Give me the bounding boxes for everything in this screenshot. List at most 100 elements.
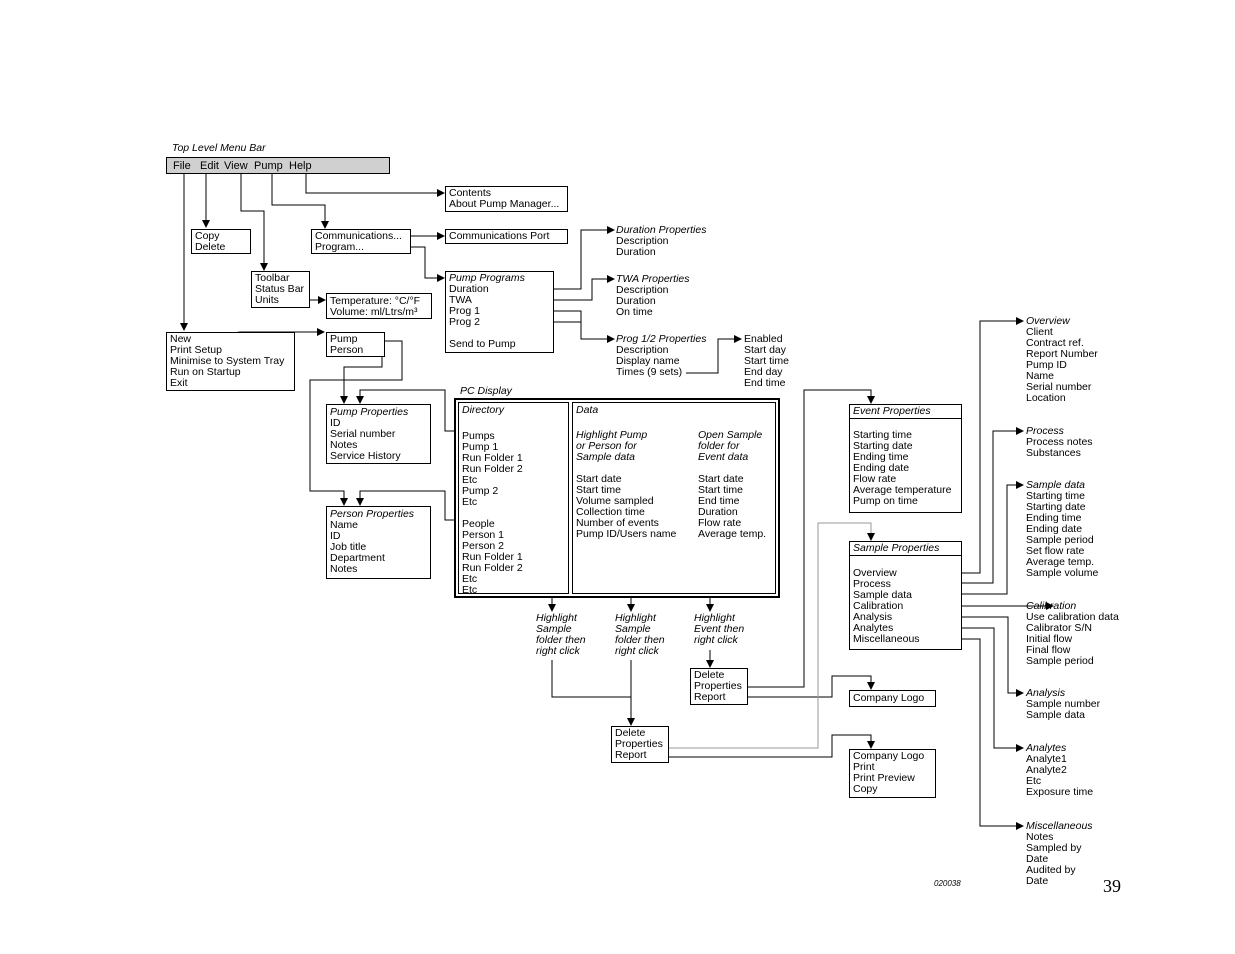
help-about[interactable]: About Pump Manager... bbox=[449, 198, 560, 210]
directory-item[interactable]: Etc bbox=[462, 573, 478, 585]
file-menu-items: New Print Setup Minimise to System Tray … bbox=[170, 334, 284, 389]
view-units[interactable]: Units bbox=[255, 294, 279, 306]
sample-report[interactable]: Report bbox=[615, 749, 647, 761]
program-duration[interactable]: Duration bbox=[449, 283, 489, 295]
person-prop-id[interactable]: ID bbox=[330, 530, 341, 542]
overview-item: Pump ID bbox=[1026, 359, 1067, 371]
sample-prop-analysis[interactable]: Analysis bbox=[853, 611, 893, 623]
event-prop-item[interactable]: Ending date bbox=[853, 462, 910, 474]
event-delete[interactable]: Delete bbox=[694, 669, 725, 681]
file-new[interactable]: New bbox=[170, 333, 192, 345]
report-print[interactable]: Print bbox=[853, 761, 875, 773]
view-toolbar[interactable]: Toolbar bbox=[255, 272, 290, 284]
twa-description: Description bbox=[616, 284, 669, 296]
menu-help[interactable]: Help bbox=[289, 160, 312, 172]
event-prop-item[interactable]: Starting date bbox=[853, 440, 913, 452]
twa-properties: TWA Properties Description Duration On t… bbox=[616, 274, 690, 318]
program-prog1[interactable]: Prog 1 bbox=[449, 305, 480, 317]
directory-item[interactable]: People bbox=[462, 518, 495, 530]
data-col2-header-line: Event data bbox=[698, 451, 749, 463]
units-box: Temperature: °C/°F Volume: ml/Ltrs/m³ bbox=[326, 293, 432, 319]
program-send-to-pump[interactable]: Send to Pump bbox=[449, 338, 516, 350]
program-twa[interactable]: TWA bbox=[449, 294, 472, 306]
directory-item[interactable]: Pump 2 bbox=[462, 485, 499, 497]
sample-data-item: Starting date bbox=[1026, 501, 1086, 513]
report-copy[interactable]: Copy bbox=[853, 783, 878, 795]
file-exit[interactable]: Exit bbox=[170, 377, 188, 389]
sample-delete[interactable]: Delete bbox=[615, 727, 646, 739]
new-menu-items: Pump Person bbox=[330, 334, 363, 356]
new-pump[interactable]: Pump bbox=[330, 333, 358, 345]
pump-programs-box: Pump Programs Duration TWA Prog 1 Prog 2… bbox=[445, 271, 554, 353]
data-col1-item: Pump ID/Users name bbox=[576, 528, 677, 540]
sample-prop-process[interactable]: Process bbox=[853, 578, 891, 590]
company-logo-option[interactable]: Company Logo bbox=[853, 692, 925, 704]
directory-item[interactable]: Etc bbox=[462, 584, 478, 596]
units-temperature[interactable]: Temperature: °C/°F bbox=[330, 295, 421, 307]
menu-view[interactable]: View bbox=[224, 160, 248, 172]
edit-copy[interactable]: Copy bbox=[195, 230, 220, 242]
units-volume[interactable]: Volume: ml/Ltrs/m³ bbox=[330, 306, 418, 318]
person-prop-notes[interactable]: Notes bbox=[330, 563, 358, 575]
sample-data-item: Set flow rate bbox=[1026, 545, 1085, 557]
file-run-on-startup[interactable]: Run on Startup bbox=[170, 366, 241, 378]
sample-data-item: Sample volume bbox=[1026, 567, 1099, 579]
event-prop-item[interactable]: Pump on time bbox=[853, 495, 918, 507]
directory-item[interactable]: Run Folder 1 bbox=[462, 551, 523, 563]
comm-port-label[interactable]: Communications Port bbox=[449, 230, 550, 242]
person-prop-job-title[interactable]: Job title bbox=[330, 541, 367, 553]
edit-delete[interactable]: Delete bbox=[195, 241, 226, 253]
menu-pump[interactable]: Pump bbox=[254, 160, 283, 172]
duration-properties: Duration Properties Description Duration bbox=[616, 225, 706, 258]
miscellaneous-item: Audited by bbox=[1026, 864, 1076, 876]
directory-item[interactable]: Run Folder 2 bbox=[462, 562, 523, 574]
overview-item: Contract ref. bbox=[1026, 337, 1084, 349]
view-status-bar[interactable]: Status Bar bbox=[255, 283, 305, 295]
directory-item[interactable]: Person 2 bbox=[462, 540, 505, 552]
menu-edit[interactable]: Edit bbox=[200, 160, 219, 172]
calibration-item: Initial flow bbox=[1026, 633, 1073, 645]
program-prog2[interactable]: Prog 2 bbox=[449, 316, 480, 328]
event-prop-item[interactable]: Ending time bbox=[853, 451, 909, 463]
event-properties[interactable]: Properties bbox=[694, 680, 742, 692]
person-prop-name[interactable]: Name bbox=[330, 519, 359, 531]
pump-prop-service[interactable]: Service History bbox=[330, 450, 401, 462]
sample-prop-overview[interactable]: Overview bbox=[853, 567, 897, 579]
event-prop-item[interactable]: Starting time bbox=[853, 429, 912, 441]
twa-duration: Duration bbox=[616, 295, 656, 307]
file-print-setup[interactable]: Print Setup bbox=[170, 344, 222, 356]
pump-prop-id[interactable]: ID bbox=[330, 417, 341, 429]
menu-file[interactable]: File bbox=[173, 160, 191, 172]
event-report[interactable]: Report bbox=[694, 691, 726, 703]
directory-item[interactable]: Etc bbox=[462, 496, 478, 508]
sample-properties[interactable]: Properties bbox=[615, 738, 663, 750]
data-col2-header: Open Sample folder for Event data bbox=[698, 430, 762, 463]
file-minimise[interactable]: Minimise to System Tray bbox=[170, 355, 285, 367]
help-menu: Contents About Pump Manager... bbox=[445, 186, 568, 212]
event-prop-item[interactable]: Average temperature bbox=[853, 484, 952, 496]
directory-item[interactable]: Pump 1 bbox=[462, 441, 499, 453]
pump-program[interactable]: Program... bbox=[315, 241, 365, 253]
directory-item[interactable]: Person 1 bbox=[462, 529, 505, 541]
process-list: Process Process notes Substances bbox=[1026, 426, 1093, 459]
sample-prop-sample-data[interactable]: Sample data bbox=[853, 589, 912, 601]
pump-prop-serial[interactable]: Serial number bbox=[330, 428, 396, 440]
pump-prop-notes[interactable]: Notes bbox=[330, 439, 358, 451]
directory-item[interactable]: Run Folder 1 bbox=[462, 452, 523, 464]
new-person[interactable]: Person bbox=[330, 344, 364, 356]
report-print-preview[interactable]: Print Preview bbox=[853, 772, 915, 784]
analysis-item: Sample data bbox=[1026, 709, 1085, 721]
directory-item[interactable]: Pumps bbox=[462, 430, 495, 442]
directory-item[interactable]: Etc bbox=[462, 474, 478, 486]
help-contents[interactable]: Contents bbox=[449, 187, 492, 199]
sample-prop-calibration[interactable]: Calibration bbox=[853, 600, 904, 612]
person-prop-department[interactable]: Department bbox=[330, 552, 385, 564]
sample-prop-miscellaneous[interactable]: Miscellaneous bbox=[853, 633, 920, 645]
pump-communications[interactable]: Communications... bbox=[315, 230, 402, 242]
overview-item: Report Number bbox=[1026, 348, 1098, 360]
calibration-list: Calibration Use calibration data Calibra… bbox=[1026, 601, 1119, 667]
report-company-logo[interactable]: Company Logo bbox=[853, 750, 925, 762]
directory-item[interactable]: Run Folder 2 bbox=[462, 463, 523, 475]
sample-prop-analytes[interactable]: Analytes bbox=[853, 622, 894, 634]
event-prop-item[interactable]: Flow rate bbox=[853, 473, 897, 485]
